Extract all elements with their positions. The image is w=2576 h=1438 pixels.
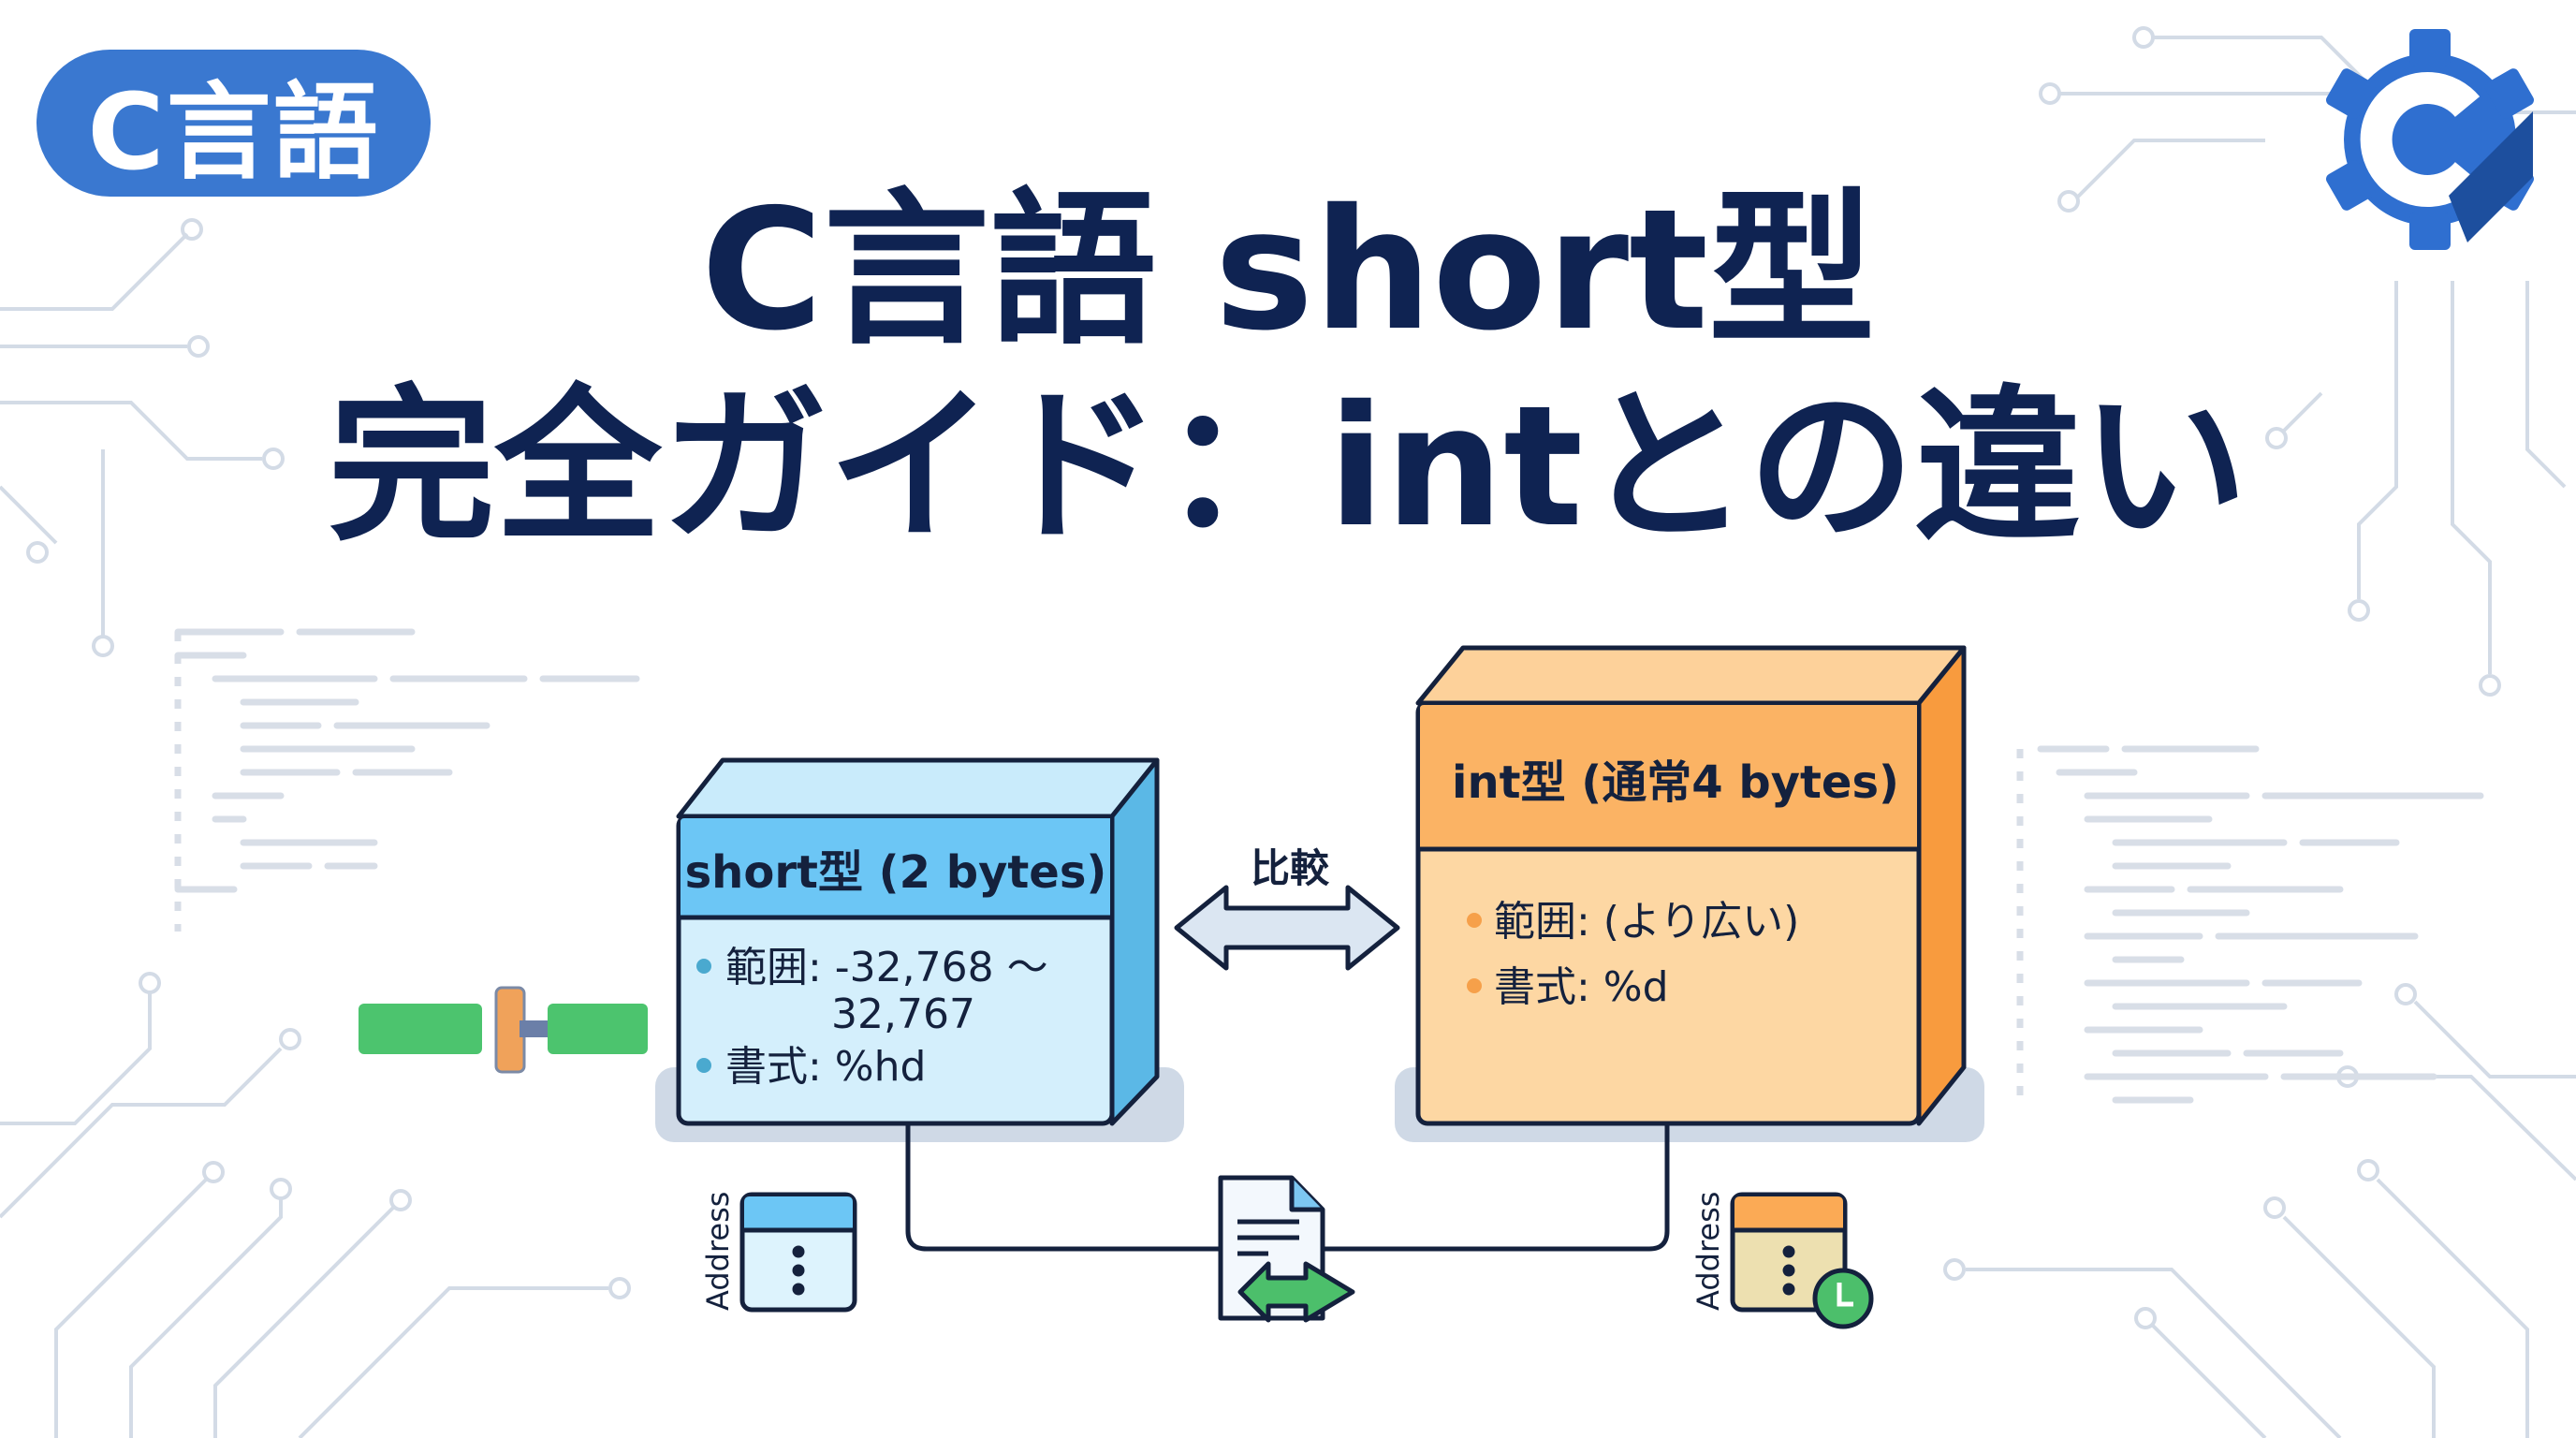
language-badge: C言語 bbox=[37, 50, 431, 197]
address-label-right: Address bbox=[1690, 1192, 1726, 1311]
short-range-label: 範囲: -32,768 〜 bbox=[725, 944, 1048, 991]
int-range-label: 範囲: (より広い) bbox=[1494, 898, 1799, 946]
address-memory-icon-left bbox=[739, 1192, 857, 1313]
short-type-box bbox=[676, 757, 1160, 1126]
bullet bbox=[696, 959, 711, 974]
int-type-box bbox=[1415, 645, 1967, 1126]
int-box-header: int型 (通常4 bytes) bbox=[1452, 756, 1899, 809]
clock-icon bbox=[1812, 1268, 1874, 1329]
bullet bbox=[696, 1058, 711, 1073]
double-arrow-icon bbox=[1174, 885, 1400, 971]
int-format-label: 書式: %d bbox=[1494, 963, 1669, 1011]
code-lines-decoration bbox=[174, 628, 2484, 1104]
compare-label: 比較 bbox=[1251, 845, 1330, 891]
bullet bbox=[1467, 913, 1482, 928]
c-gear-logo-icon bbox=[2326, 29, 2534, 250]
title-line-2: 完全ガイド：intとの違い bbox=[328, 370, 2248, 564]
short-box-header: short型 (2 bytes) bbox=[685, 846, 1107, 899]
address-memory-icon-right bbox=[1730, 1192, 1848, 1313]
circuit-decoration bbox=[0, 26, 2576, 1438]
document-swap-icon bbox=[1218, 1175, 1355, 1323]
memory-bar-icon bbox=[359, 986, 648, 1074]
title-line-1: C言語 short型 bbox=[700, 173, 1876, 367]
address-label-left: Address bbox=[700, 1192, 736, 1311]
short-range-continued: 32,767 bbox=[831, 990, 975, 1038]
code-gutter-decoration bbox=[174, 632, 2024, 1105]
short-format-label: 書式: %hd bbox=[725, 1043, 926, 1091]
bullet bbox=[1467, 978, 1482, 993]
